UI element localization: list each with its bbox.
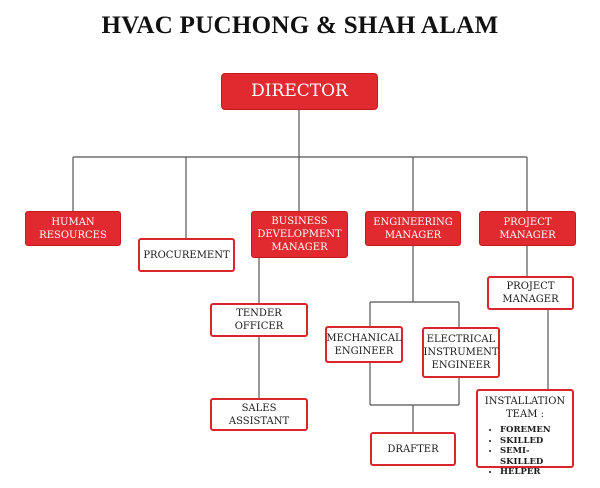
director-box: DIRECTOR (221, 73, 378, 110)
installation-team-list: FOREMEN SKILLED SEMI-SKILLED HELPER (478, 425, 572, 478)
list-item: FOREMEN (500, 425, 572, 436)
sales-assistant-box: SALES ASSISTANT (210, 398, 308, 431)
chart-title: HVAC PUCHONG & SHAH ALAM (101, 12, 499, 39)
list-item: HELPER (500, 467, 572, 478)
list-item: SEMI-SKILLED (500, 446, 572, 467)
list-item: SKILLED (500, 436, 572, 447)
drafter-box: DRAFTER (370, 432, 456, 466)
tender-officer-box: TENDER OFFICER (210, 303, 308, 337)
procurement-box: PROCUREMENT (138, 238, 235, 272)
